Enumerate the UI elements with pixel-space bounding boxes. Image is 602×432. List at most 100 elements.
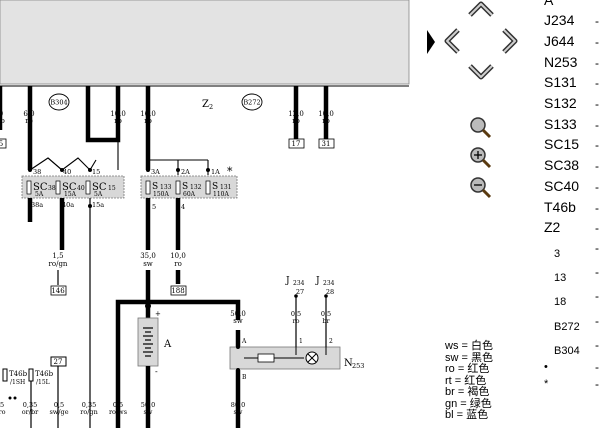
legend-item[interactable]: 3 [554, 248, 561, 260]
wiring-diagram[interactable]: 0 ro 6,0 ro 10,0 ro 16,0 ro 12,0 ro 10,0… [0, 0, 426, 428]
panel-pointer-icon [427, 30, 435, 54]
legend-dash: - [595, 314, 599, 328]
wire-label-gauge: 35,0 [140, 252, 156, 260]
pin-label: 15a [92, 201, 104, 209]
legend-dash: - [595, 118, 599, 132]
svg-text:B272: B272 [243, 99, 260, 107]
legend-item[interactable]: B272 [554, 321, 580, 333]
battery-bus [115, 299, 241, 428]
wire-label-gauge: 80,0 [231, 401, 245, 409]
t46b-connector[interactable] [28, 368, 34, 382]
legend-item[interactable]: Z2 [544, 219, 561, 235]
legend-item[interactable]: J644 [544, 33, 575, 49]
wire-label-color: sw [143, 260, 153, 268]
zoom-fit-icon[interactable] [470, 117, 492, 139]
fuse-block-s[interactable]: S S S 133 132 131 150A 60A 110A [140, 175, 238, 199]
legend-dash: - [595, 241, 599, 255]
legend-dash: - [595, 201, 599, 215]
ref-box[interactable] [170, 285, 187, 296]
legend-item[interactable]: B304 [554, 345, 580, 357]
legend-item[interactable]: SC15 [544, 136, 580, 152]
wire-label-color: sw [144, 408, 153, 416]
legend-item[interactable]: J234 [544, 12, 575, 28]
wire-label-gauge: 10,0 [318, 110, 334, 118]
ref-box-label: 17 [292, 140, 301, 148]
wire-label-color: sw [233, 317, 243, 325]
pin-label: 1A [211, 168, 220, 176]
fuse-label: SC [92, 182, 107, 193]
diagram-top-panel [0, 0, 410, 85]
ref-box[interactable] [318, 138, 335, 149]
ref-box[interactable] [50, 285, 67, 296]
color-key-item: ro = 红色 [445, 363, 490, 375]
wire-label-gauge: 12,0 [288, 110, 304, 118]
j234-label: J [315, 276, 320, 286]
legend-item[interactable]: * [544, 378, 549, 390]
zoom-in-icon[interactable] [470, 147, 492, 169]
j234-sub: 234 [323, 280, 335, 287]
svg-text:2: 2 [329, 338, 333, 345]
fuse-label: SC [33, 182, 48, 193]
connector-circle-b272[interactable]: B272 [241, 93, 263, 111]
wire-label-gauge: 10,0 [110, 110, 126, 118]
pan-left-icon[interactable] [444, 28, 460, 54]
svg-text:-: - [155, 367, 158, 376]
legend-item[interactable]: SC38 [544, 157, 580, 173]
relay-n253[interactable]: A B 1 2 [229, 338, 341, 381]
legend-item[interactable]: • [544, 361, 548, 373]
color-key-item: ws = 白色 [445, 340, 493, 352]
fuse-number: 133 [160, 184, 172, 191]
legend-item[interactable]: S132 [544, 95, 577, 111]
legend-item[interactable]: 18 [554, 296, 567, 308]
pan-up-icon[interactable] [468, 1, 494, 17]
color-key: ws = 白色 sw = 黑色 ro = 红色 rt = 红色 br = 褐色 … [445, 340, 525, 422]
legend-item[interactable]: S133 [544, 116, 577, 132]
legend-item[interactable]: A [544, 0, 554, 8]
legend-item[interactable]: S131 [544, 74, 577, 90]
ref-box[interactable] [288, 138, 305, 149]
t46b-connector[interactable] [2, 368, 8, 382]
fuse-rating: 60A [183, 191, 196, 198]
wire-label-color: ro [0, 117, 5, 125]
svg-text:+: + [155, 310, 161, 318]
ref-box-label: 188 [171, 287, 184, 295]
wire-label-gauge: 0,5 [321, 310, 331, 318]
legend-dash: - [595, 289, 599, 303]
wire-label-gauge: 50,0 [141, 401, 155, 409]
wire-label-color: ro/ws [109, 408, 127, 416]
wire-label-gauge: 0,5 [291, 310, 301, 318]
legend-dash: - [595, 76, 599, 90]
fuse-block-sc[interactable]: SC SC SC 38 40 15 5A 15A 5A [21, 175, 125, 199]
battery-a[interactable]: + - [137, 310, 161, 376]
connector-circle-b304[interactable]: B304 [48, 93, 70, 111]
wire-label-color: br [322, 317, 330, 325]
legend-item[interactable]: N253 [544, 54, 578, 70]
legend-dash: - [595, 56, 599, 70]
fuse-number: 15 [108, 185, 116, 192]
zoom-out-icon[interactable] [470, 177, 492, 199]
wire-label-color: ro/gn [49, 260, 68, 268]
legend-item[interactable]: 13 [554, 272, 567, 284]
wire-label-color: sw/ge [49, 408, 68, 416]
pin-label: 40a [62, 201, 74, 209]
wire-label-color: ro [114, 117, 122, 125]
wire-label-gauge: 0,5 [113, 401, 123, 409]
lower-wires [27, 198, 181, 250]
pan-right-icon[interactable] [502, 28, 518, 54]
z2-sub: 2 [209, 103, 213, 111]
ref-box[interactable] [0, 138, 7, 149]
pan-down-icon[interactable] [468, 64, 494, 80]
color-key-item: sw = 黑色 [445, 351, 493, 364]
z2-label: Z [202, 99, 209, 110]
wire-label-color: ro [174, 260, 182, 268]
legend-item[interactable]: SC40 [544, 178, 580, 194]
t46b-label: T46b [35, 370, 54, 378]
legend-dash: - [595, 265, 599, 279]
legend-item[interactable]: T46b [544, 199, 576, 215]
fuse-number: 38 [48, 185, 56, 192]
t46b-label: T46b [9, 370, 28, 378]
pin-label: 28 [326, 288, 334, 296]
t46b-sub: /1SH [10, 379, 25, 386]
color-key-item: rt = 红色 [445, 374, 487, 387]
wire-label-gauge: 5 [0, 401, 4, 409]
